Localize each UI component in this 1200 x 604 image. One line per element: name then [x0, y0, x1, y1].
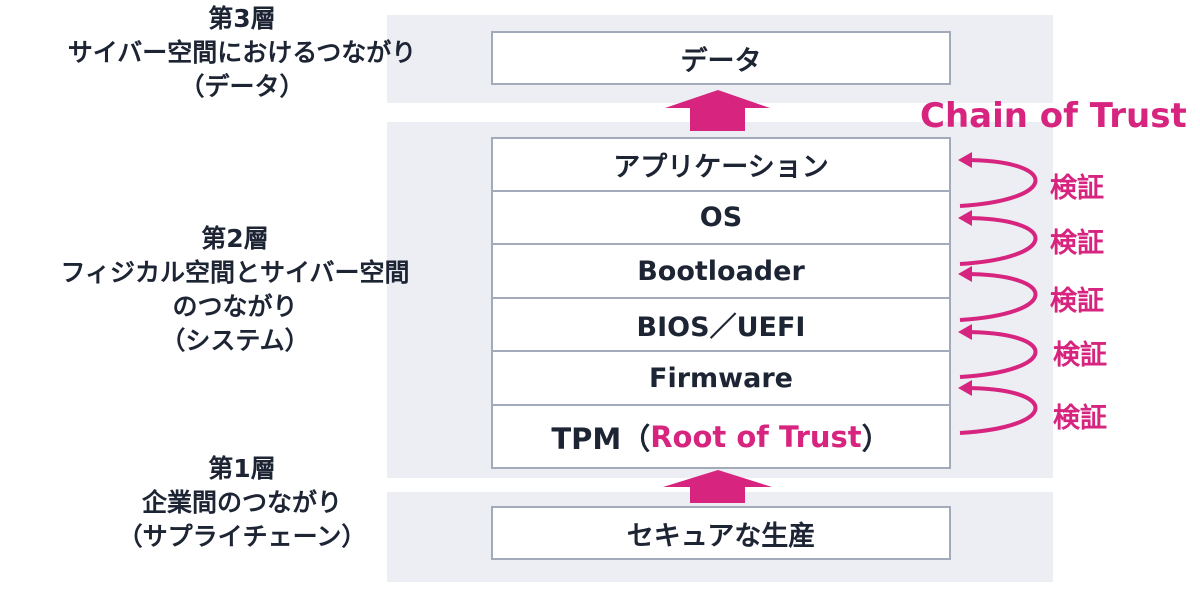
layer3-title: 第3層: [208, 4, 276, 33]
verify-arrow-icon: [959, 330, 1038, 379]
stack-label: Firmware: [649, 362, 793, 394]
layer2-line: のつながり: [172, 292, 298, 321]
stack-label: BIOS／UEFI: [636, 312, 806, 343]
secure-production-box: セキュアな生産: [491, 506, 951, 560]
stack-label: OS: [699, 202, 743, 233]
arrowhead-icon: [958, 324, 972, 340]
up-arrow-icon: [663, 470, 772, 503]
layer2-label: 第2層 フィジカル空間とサイバー空間 のつながり （システム）: [0, 222, 470, 358]
stack-application: アプリケーション: [491, 137, 951, 192]
tpm-suffix: ）: [861, 421, 891, 456]
verify-label: 検証: [1053, 403, 1107, 434]
data-box: データ: [491, 31, 951, 85]
data-box-label: データ: [680, 45, 762, 77]
arrowhead-icon: [958, 210, 972, 226]
layer2-line: フィジカル空間とサイバー空間: [60, 258, 410, 287]
verify-arrows: [959, 158, 1038, 435]
stack-firmware: Firmware: [491, 350, 951, 406]
stack-tpm: TPM（Root of Trust）: [491, 404, 951, 469]
secure-production-label: セキュアな生産: [626, 520, 816, 552]
verify-arrow-icon: [959, 386, 1038, 435]
root-of-trust-label: Root of Trust: [650, 419, 862, 454]
layer2-title: 第2層: [201, 224, 269, 253]
layer1-line: （サプライチェーン）: [117, 522, 367, 551]
layer1-label: 第1層 企業間のつながり （サプライチェーン）: [0, 452, 484, 554]
arrowhead-icon: [958, 266, 972, 282]
layer3-line: サイバー空間におけるつながり: [67, 38, 417, 67]
verify-label: 検証: [1050, 228, 1104, 259]
tpm-label: TPM（: [551, 421, 651, 456]
layer3-line: （データ）: [179, 72, 305, 101]
up-arrow-icon: [665, 90, 770, 131]
verify-arrow-icon: [959, 216, 1038, 266]
arrowhead-icon: [958, 152, 972, 168]
chain-of-trust-title: Chain of Trust: [920, 96, 1187, 136]
arrowhead-icon: [958, 380, 972, 396]
verify-label: 検証: [1053, 340, 1107, 371]
stack-label: アプリケーション: [613, 152, 829, 183]
verify-label: 検証: [1050, 173, 1104, 204]
layer2-line: （システム）: [160, 326, 310, 355]
layer1-title: 第1層: [208, 454, 276, 483]
layer1-line: 企業間のつながり: [141, 488, 342, 517]
verify-label: 検証: [1050, 286, 1104, 317]
verify-arrow-icon: [959, 272, 1038, 322]
layer3-label: 第3層 サイバー空間におけるつながり （データ）: [0, 2, 484, 104]
verify-arrow-icon: [959, 158, 1038, 208]
stack-label: Bootloader: [637, 255, 805, 287]
